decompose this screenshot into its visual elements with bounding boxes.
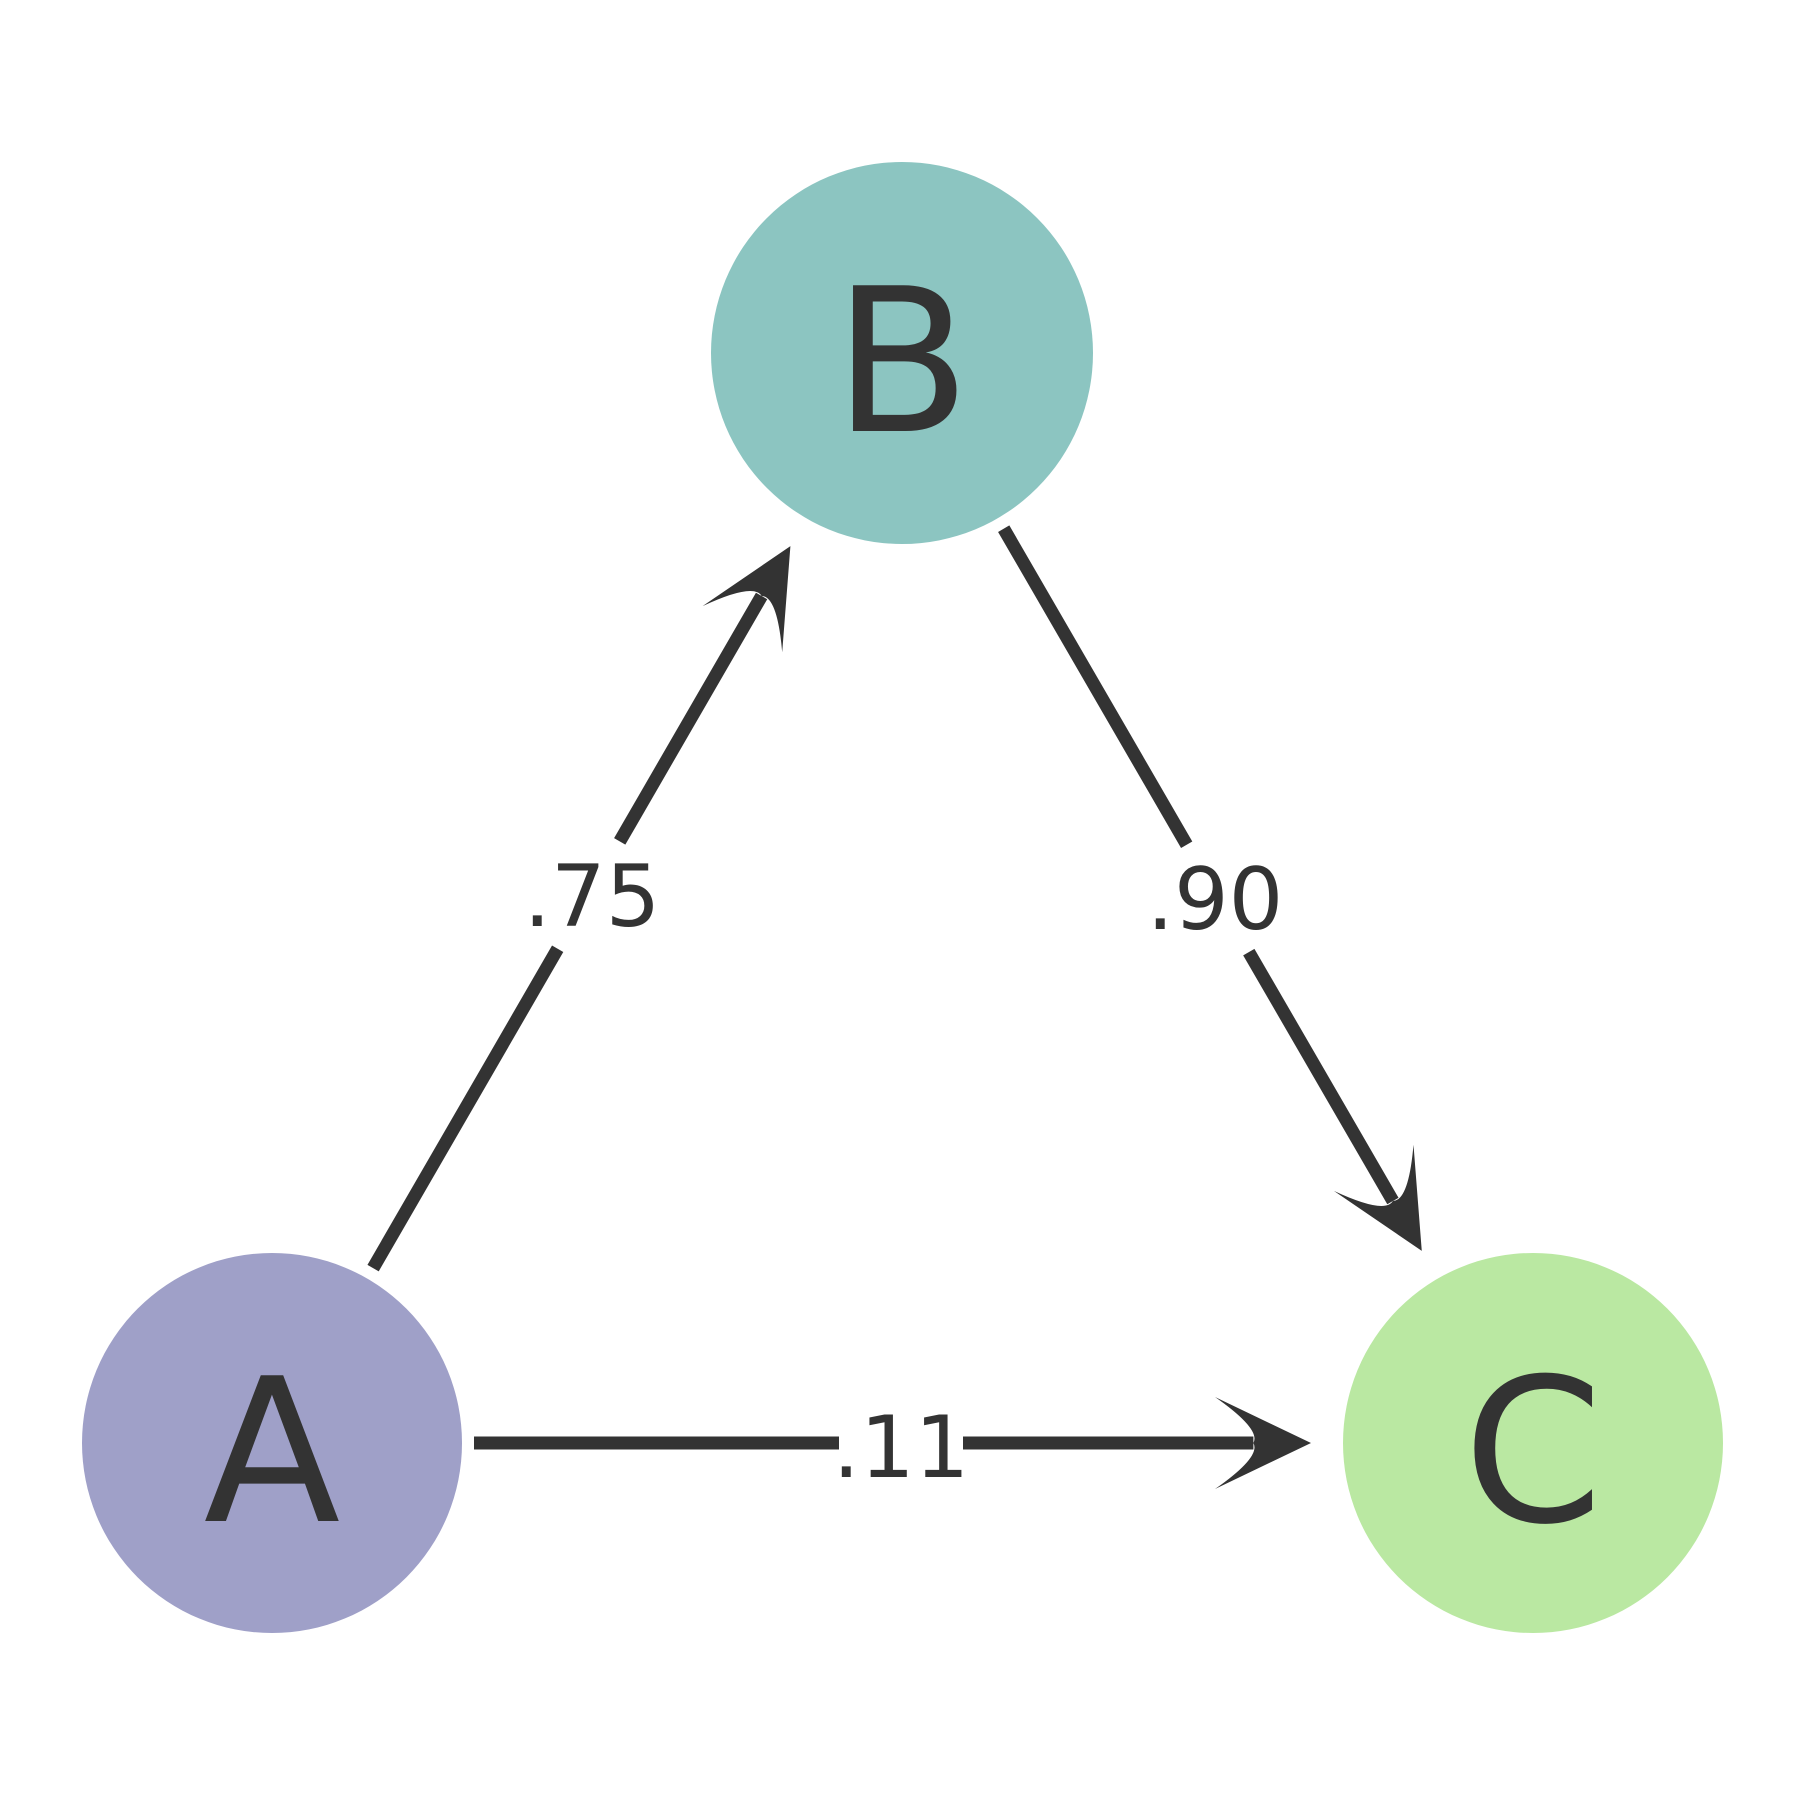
edge-a-to-c[interactable]: .11	[474, 1397, 1311, 1498]
edge-b-to-c-arrowhead	[1333, 1144, 1422, 1251]
node-b-label: B	[833, 246, 970, 479]
node-c[interactable]: C	[1343, 1253, 1723, 1633]
edge-b-to-c-label: .90	[1147, 850, 1284, 950]
edge-a-to-b-shaft-near	[367, 945, 564, 1272]
node-b[interactable]: B	[711, 162, 1093, 544]
edge-a-to-b[interactable]: .75	[367, 546, 791, 1272]
edge-a-to-b-label: .75	[524, 847, 661, 947]
edge-b-to-c-shaft-near	[998, 525, 1193, 849]
edge-a-to-b-arrowhead	[702, 546, 791, 653]
node-c-label: C	[1463, 1336, 1603, 1569]
edge-a-to-c-arrowhead	[1215, 1397, 1311, 1489]
edge-b-to-c[interactable]: .90	[998, 525, 1422, 1251]
edges-layer: .75 .90 .11	[367, 525, 1422, 1498]
node-c-circle[interactable]	[1343, 1253, 1723, 1633]
edge-a-to-b-shaft-far	[614, 592, 768, 845]
edge-b-to-c-shaft-far	[1243, 948, 1399, 1205]
node-a-label: A	[204, 1336, 341, 1569]
node-a[interactable]: A	[82, 1253, 462, 1633]
nodes-layer: A B C	[82, 162, 1723, 1633]
node-b-circle[interactable]	[711, 162, 1093, 544]
node-a-circle[interactable]	[82, 1253, 462, 1633]
edge-a-to-c-label: .11	[833, 1398, 970, 1498]
